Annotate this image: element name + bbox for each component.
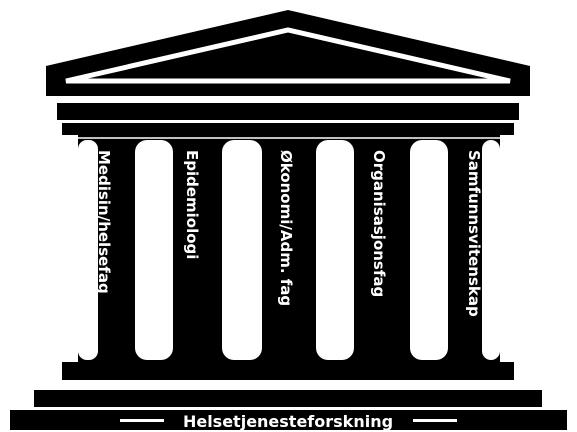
pillar-label-samfunnsvitenskap: Samfunnsvitenskap <box>465 150 483 317</box>
roof <box>46 10 530 100</box>
column-gap <box>482 140 500 360</box>
pillar-label-okonomi: Økonomi/Adm. fag <box>277 150 295 306</box>
column-gap <box>78 140 98 360</box>
foundation-gap-left <box>120 419 164 422</box>
pediment-inner-outline <box>65 27 511 84</box>
column-gap <box>410 140 448 360</box>
column-gaps <box>78 140 500 360</box>
step-upper <box>34 390 542 407</box>
pediment-outer <box>46 10 530 96</box>
pillar-labels: Medisin/helsefag Epidemiologi Økonomi/Ad… <box>95 150 483 317</box>
foundation-gap-right <box>413 419 457 422</box>
pillar-label-epidemiologi: Epidemiologi <box>183 150 201 259</box>
column-gap <box>316 140 354 360</box>
pillar-base <box>62 362 514 380</box>
column-gap <box>222 140 262 360</box>
column-gap <box>135 140 173 360</box>
entablature-lower <box>62 123 514 135</box>
foundation-label: Helsetjenesteforskning <box>183 412 393 431</box>
step-lower <box>10 410 567 430</box>
pillar-label-organisasjonsfag: Organisasjonsfag <box>370 150 388 297</box>
entablature-upper <box>57 103 519 120</box>
pillar-label-medisin: Medisin/helsefag <box>95 150 113 294</box>
